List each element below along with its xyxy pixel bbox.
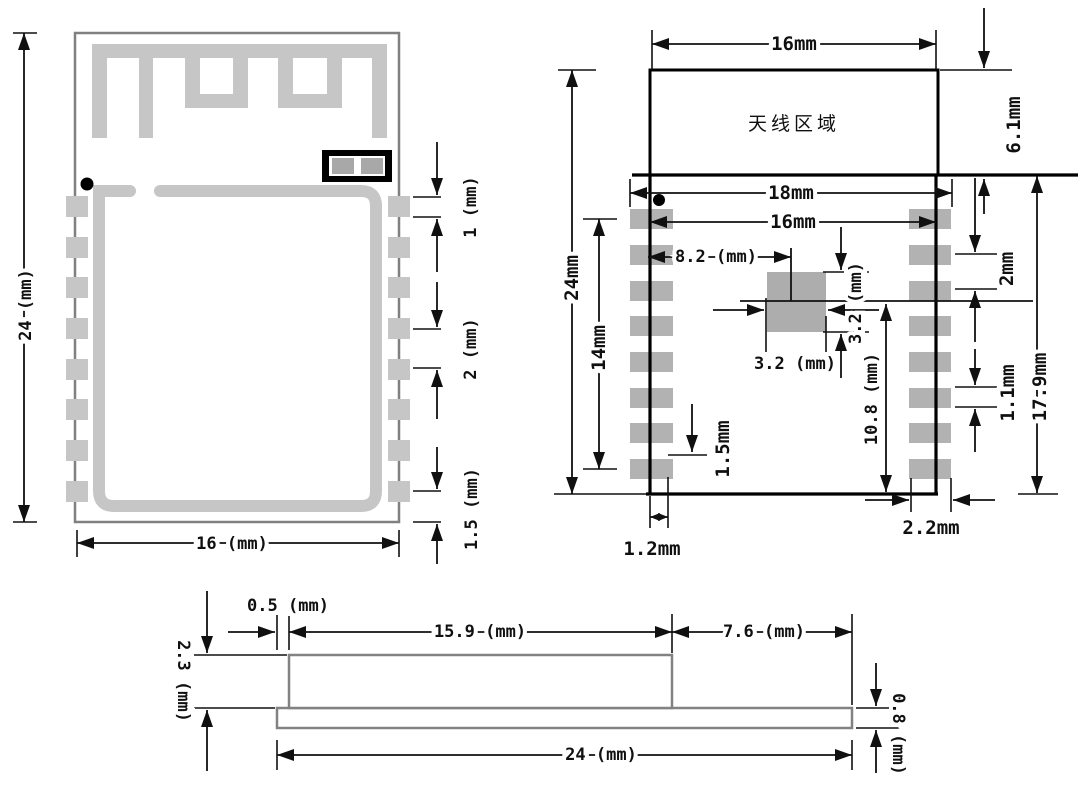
pad-height-dim-label: 1 (mm)	[461, 176, 481, 237]
thermal-pad-offset-dim-label: 8.2 (mm)	[675, 247, 757, 267]
pad-pitch-dim-label-bottom: 2mm	[996, 252, 1018, 286]
top-view-dimensions: 24 (mm) 16 (mm) 1 (mm) 2 (mm) 1.5 (mm)	[12, 32, 486, 564]
pads-right-column	[909, 209, 951, 479]
bottom-view-dimensions: 16mm 6.1mm 18mm 16mm 24mm 14mm	[554, 8, 1058, 564]
bottom-view: 天线区域	[554, 8, 1078, 564]
pcb-profile	[275, 706, 854, 730]
pad-overhang-dim-label: 1.2mm	[623, 538, 680, 560]
side-view: 0.5 (mm) 15.9 (mm) 7.6 (mm) 2.3 (mm) 24 …	[169, 591, 912, 779]
shield-profile	[287, 653, 674, 710]
side-pads-left	[66, 196, 88, 502]
pad-area-height-dim-label: 17.9mm	[1029, 353, 1051, 422]
antenna-area-box	[648, 68, 940, 177]
pad-height-dim-label-bottom: 1.1mm	[997, 364, 1019, 421]
pcb-thickness-dim-label: 0.8 (mm)	[888, 693, 908, 775]
total-length-dim-label: 24 (mm)	[565, 745, 637, 765]
pad-pitch-dim-label: 2 (mm)	[461, 318, 481, 379]
crystal-component	[322, 150, 392, 182]
thermal-pad-to-edge-dim-label: 10.8 (mm)	[862, 353, 882, 445]
antenna-meander	[92, 44, 387, 138]
side-pads-right	[388, 196, 410, 502]
body-width-dim-label: 16mm	[770, 211, 816, 233]
module-outline	[73, 31, 401, 524]
antenna-overhang-dim-label: 7.6 (mm)	[723, 622, 805, 642]
pad-outer-width-dim-label: 18mm	[768, 182, 814, 204]
shield-outline	[93, 185, 382, 512]
antenna-width-dim-label: 16mm	[771, 33, 817, 55]
height-dim-label: 24 (mm)	[16, 269, 36, 341]
pin1-marker-bottom	[653, 194, 665, 206]
thermal-pad	[767, 272, 826, 332]
pad-row-span-dim-label: 14mm	[588, 325, 610, 371]
antenna-height-dim-label: 6.1mm	[1003, 96, 1025, 153]
body-height-dim-label: 24mm	[561, 255, 583, 301]
thermal-pad-width-dim-label: 3.2 (mm)	[754, 354, 836, 374]
top-view: 24 (mm) 16 (mm) 1 (mm) 2 (mm) 1.5 (mm)	[12, 31, 486, 564]
pad-bottom-gap-dim-label: 1.5mm	[712, 420, 734, 477]
body-outline	[632, 173, 1078, 496]
width-dim-label: 16 (mm)	[196, 534, 268, 554]
side-view-dimensions: 0.5 (mm) 15.9 (mm) 7.6 (mm) 2.3 (mm) 24 …	[169, 591, 912, 779]
pin1-marker	[80, 177, 94, 191]
thermal-pad-height-dim-label: 3.2 (mm)	[846, 262, 866, 344]
shield-inset-dim-label: 0.5 (mm)	[247, 596, 329, 616]
shield-height-dim-label: 2.3 (mm)	[173, 640, 193, 722]
edge-pad-length-dim-label: 2.2mm	[902, 517, 959, 539]
antenna-area-label: 天线区域	[748, 113, 840, 135]
shield-length-dim-label: 15.9 (mm)	[434, 622, 526, 642]
bottom-margin-dim-label: 1.5 (mm)	[462, 468, 482, 550]
